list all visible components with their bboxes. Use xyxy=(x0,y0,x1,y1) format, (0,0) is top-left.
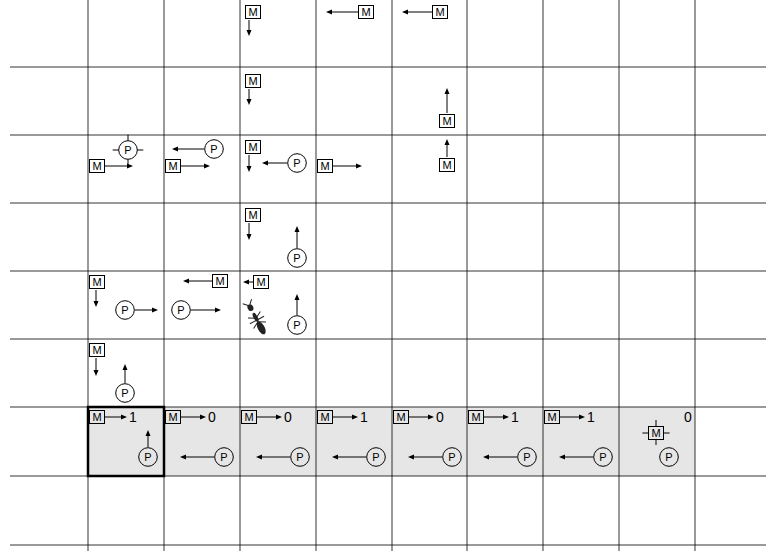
particle-circle: P xyxy=(118,140,138,160)
node-text: M xyxy=(248,209,257,221)
particle-circle: P xyxy=(287,248,307,268)
particle-circle: P xyxy=(366,447,386,467)
particle-circle: P xyxy=(138,447,158,467)
marker-box: M xyxy=(439,158,454,172)
particle-circle: P xyxy=(287,315,307,335)
particle-circle: P xyxy=(171,300,191,320)
particle-circle: P xyxy=(593,447,613,467)
marker-box: M xyxy=(358,5,373,19)
node-text: M xyxy=(435,6,444,18)
node-text: M xyxy=(244,411,253,423)
marker-box: M xyxy=(241,410,256,424)
node-text: M xyxy=(92,344,101,356)
node-text: P xyxy=(220,451,227,463)
node-text: P xyxy=(293,157,300,169)
marker-box: M xyxy=(432,5,447,19)
node-text: M xyxy=(320,160,329,172)
marker-box: M xyxy=(317,159,332,173)
node-text: P xyxy=(293,319,300,331)
marker-box: M xyxy=(468,410,483,424)
cell-value: 0 xyxy=(208,409,216,425)
node-text: P xyxy=(372,451,379,463)
marker-box: M xyxy=(317,410,332,424)
node-text: M xyxy=(248,6,257,18)
particle-circle: P xyxy=(290,447,310,467)
node-text: M xyxy=(396,411,405,423)
particle-circle: P xyxy=(517,447,537,467)
node-text: M xyxy=(168,411,177,423)
marker-box: M xyxy=(89,275,104,289)
node-text: M xyxy=(361,6,370,18)
node-text: M xyxy=(215,275,224,287)
node-text: P xyxy=(121,304,128,316)
cell-value: 0 xyxy=(684,409,692,425)
marker-box: M xyxy=(245,5,260,19)
node-text: P xyxy=(665,451,672,463)
node-text: P xyxy=(523,451,530,463)
node-text: P xyxy=(121,387,128,399)
node-text: P xyxy=(296,451,303,463)
node-text: M xyxy=(320,411,329,423)
node-text: M xyxy=(248,141,257,153)
marker-box: M xyxy=(245,74,260,88)
cell-value: 1 xyxy=(587,409,595,425)
marker-box: M xyxy=(89,410,104,424)
highlight-band xyxy=(88,407,695,476)
cell-value: 1 xyxy=(360,409,368,425)
node-text: M xyxy=(651,427,660,439)
particle-circle: P xyxy=(442,447,462,467)
node-text: M xyxy=(248,75,257,87)
node-text: P xyxy=(293,252,300,264)
particle-circle: P xyxy=(204,139,224,159)
cell-value: 0 xyxy=(436,409,444,425)
node-text: M xyxy=(471,411,480,423)
particle-circle: P xyxy=(115,383,135,403)
ant-figure xyxy=(240,298,271,338)
node-text: P xyxy=(210,143,217,155)
node-text: P xyxy=(177,304,184,316)
marker-box: M xyxy=(165,410,180,424)
node-text: M xyxy=(168,160,177,172)
node-text: M xyxy=(256,276,265,288)
node-text: P xyxy=(124,144,131,156)
node-text: M xyxy=(442,159,451,171)
cell-value: 1 xyxy=(129,409,137,425)
cell-value: 1 xyxy=(511,409,519,425)
particle-circle: P xyxy=(214,447,234,467)
marker-box: M xyxy=(544,410,559,424)
marker-box: M xyxy=(245,140,260,154)
node-text: P xyxy=(448,451,455,463)
particle-circle: P xyxy=(659,447,679,467)
marker-box: M xyxy=(439,114,454,128)
node-text: M xyxy=(92,276,101,288)
marker-box: M xyxy=(212,274,227,288)
marker-box: M xyxy=(648,426,663,440)
crosshair-ticks xyxy=(113,135,670,445)
particle-circle: P xyxy=(115,300,135,320)
marker-box: M xyxy=(253,275,268,289)
node-text: P xyxy=(144,451,151,463)
node-text: M xyxy=(92,160,101,172)
particle-circle: P xyxy=(287,153,307,173)
node-text: M xyxy=(92,411,101,423)
marker-box: M xyxy=(89,159,104,173)
grid-lines xyxy=(10,0,766,551)
marker-box: M xyxy=(245,208,260,222)
node-text: P xyxy=(599,451,606,463)
marker-box: M xyxy=(393,410,408,424)
node-text: M xyxy=(547,411,556,423)
marker-box: M xyxy=(165,159,180,173)
direction-arrows xyxy=(94,10,594,460)
current-cell xyxy=(88,407,164,476)
node-text: M xyxy=(442,115,451,127)
marker-box: M xyxy=(89,343,104,357)
cell-value: 0 xyxy=(284,409,292,425)
